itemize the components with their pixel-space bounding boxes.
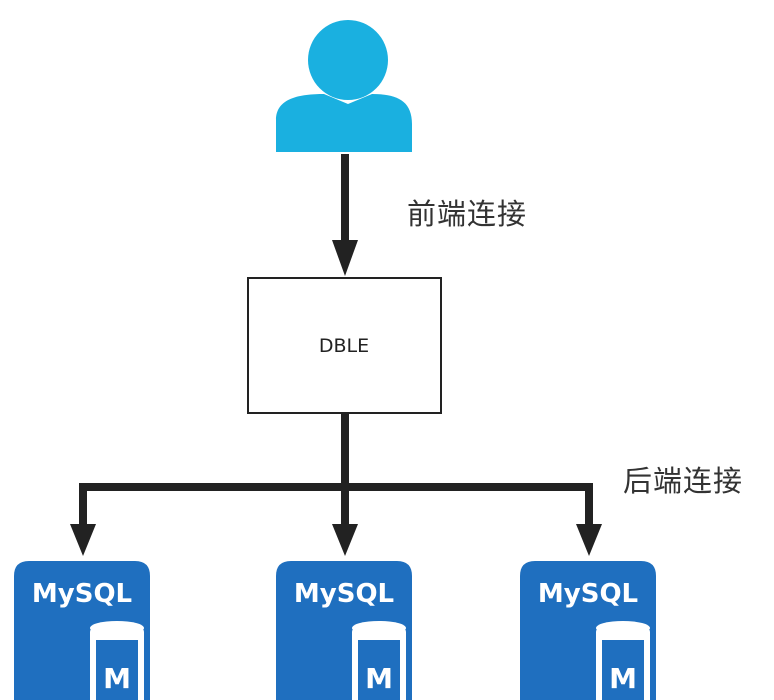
backend-connection-lines (79, 413, 593, 530)
database-icon: M (90, 621, 144, 700)
mysql-node-3: MySQL M (520, 561, 656, 700)
arrowhead-center (332, 524, 358, 556)
database-icon: M (352, 621, 406, 700)
dble-label: DBLE (319, 335, 369, 357)
mysql-node-title: MySQL (538, 579, 638, 609)
frontend-connection-label: 前端连接 (407, 197, 528, 231)
mysql-node-badge: M (103, 662, 131, 695)
mysql-node-1: MySQL M (14, 561, 150, 700)
dble-box: DBLE (247, 277, 442, 414)
mysql-node-badge: M (609, 662, 637, 695)
user-icon (276, 20, 412, 152)
frontend-connection-arrow (332, 154, 358, 276)
arrowhead-left (70, 524, 96, 556)
backend-connection-label: 后端连接 (623, 464, 744, 498)
mysql-node-badge: M (365, 662, 393, 695)
arrowhead-right (576, 524, 602, 556)
mysql-node-title: MySQL (32, 579, 132, 609)
mysql-node-2: MySQL M (276, 561, 412, 700)
mysql-node-title: MySQL (294, 579, 394, 609)
database-icon: M (596, 621, 650, 700)
